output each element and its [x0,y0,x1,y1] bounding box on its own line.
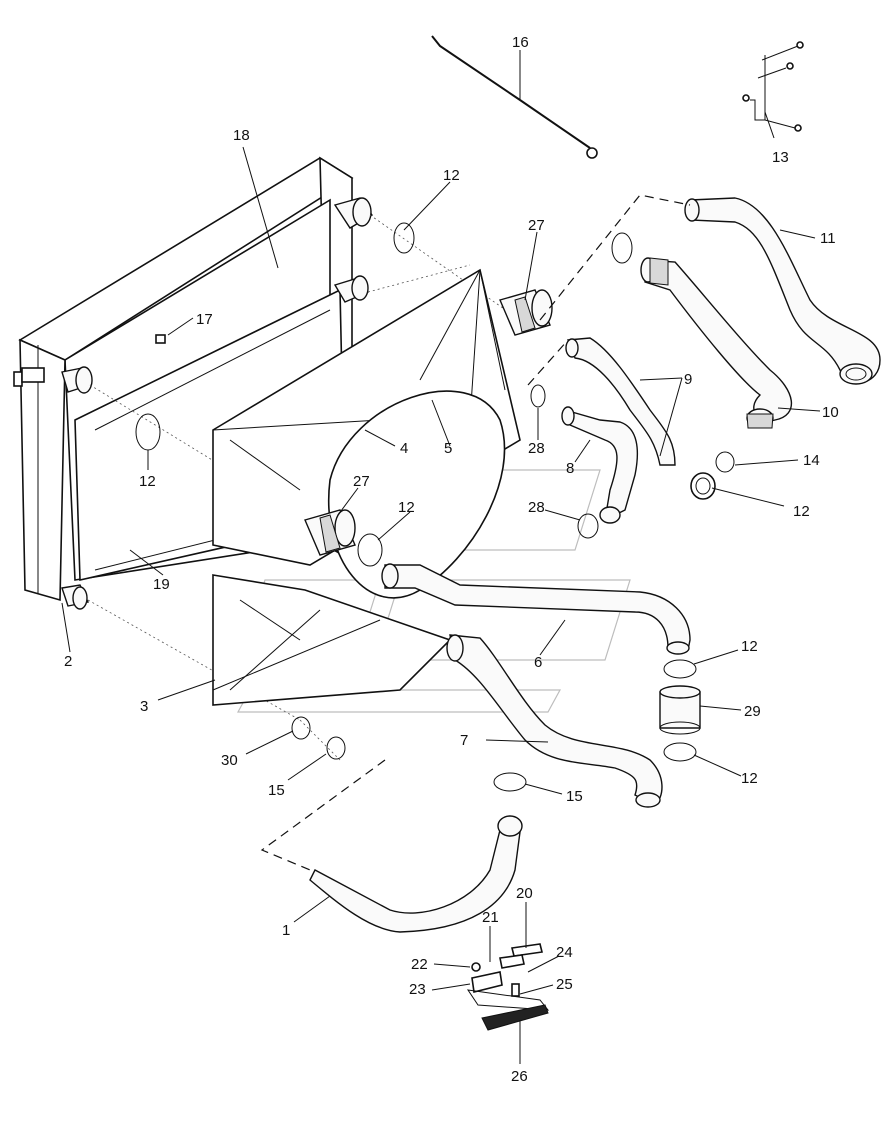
small-hardware [466,943,550,1031]
callout-10: 10 [822,404,839,421]
dashed-connections [260,194,691,873]
callout-27-upper: 27 [528,217,545,234]
coupler-27-upper [499,289,553,336]
callout-16: 16 [512,34,529,51]
hose-6 [381,563,691,655]
hose-9 [565,337,676,466]
callout-1: 1 [282,922,290,939]
hose-11 [684,197,881,385]
callout-15-left: 15 [268,782,285,799]
hose-8 [561,406,639,524]
callout-12-right: 12 [793,503,810,520]
callout-13: 13 [772,149,789,166]
hose-1 [309,815,523,933]
callout-12-sleeve-top: 12 [741,638,758,655]
callout-7: 7 [460,732,468,749]
callout-12-top: 12 [443,167,460,184]
leader-lines [61,50,821,1064]
callout-28-lower: 28 [528,499,545,516]
hose-7 [446,634,663,808]
callout-14: 14 [803,452,820,469]
callout-19: 19 [153,576,170,593]
callout-6: 6 [534,654,542,671]
callout-4: 4 [400,440,408,457]
callout-21: 21 [482,909,499,926]
callout-2: 2 [64,653,72,670]
callout-30: 30 [221,752,238,769]
callout-12-sleeve-bottom: 12 [741,770,758,787]
fan-shroud [212,268,521,706]
callout-26: 26 [511,1068,528,1085]
callout-8: 8 [566,460,574,477]
callout-9: 9 [684,371,692,388]
callout-5: 5 [444,440,452,457]
callout-17: 17 [196,311,213,328]
callout-18: 18 [233,127,250,144]
callout-27-lower: 27 [353,473,370,490]
callout-11: 11 [820,230,836,247]
callout-15-right: 15 [566,788,583,805]
callout-12-left: 12 [139,473,156,490]
callout-12-center: 12 [398,499,415,516]
radiator-core [13,156,374,610]
callout-25: 25 [556,976,573,993]
callout-23: 23 [409,981,426,998]
bracket-13 [742,41,804,132]
wire-16 [431,35,598,159]
callout-3: 3 [140,698,148,715]
callout-24: 24 [556,944,573,961]
callout-20: 20 [516,885,533,902]
callout-labels: 1 2 3 4 5 6 7 8 9 10 11 12 12 12 12 12 1… [64,34,839,1085]
sleeve-29 [659,685,701,735]
coupler-27-lower [304,509,356,556]
hose-10 [640,257,792,429]
callout-28-upper: 28 [528,440,545,457]
callout-29: 29 [744,703,761,720]
callout-22: 22 [411,956,428,973]
